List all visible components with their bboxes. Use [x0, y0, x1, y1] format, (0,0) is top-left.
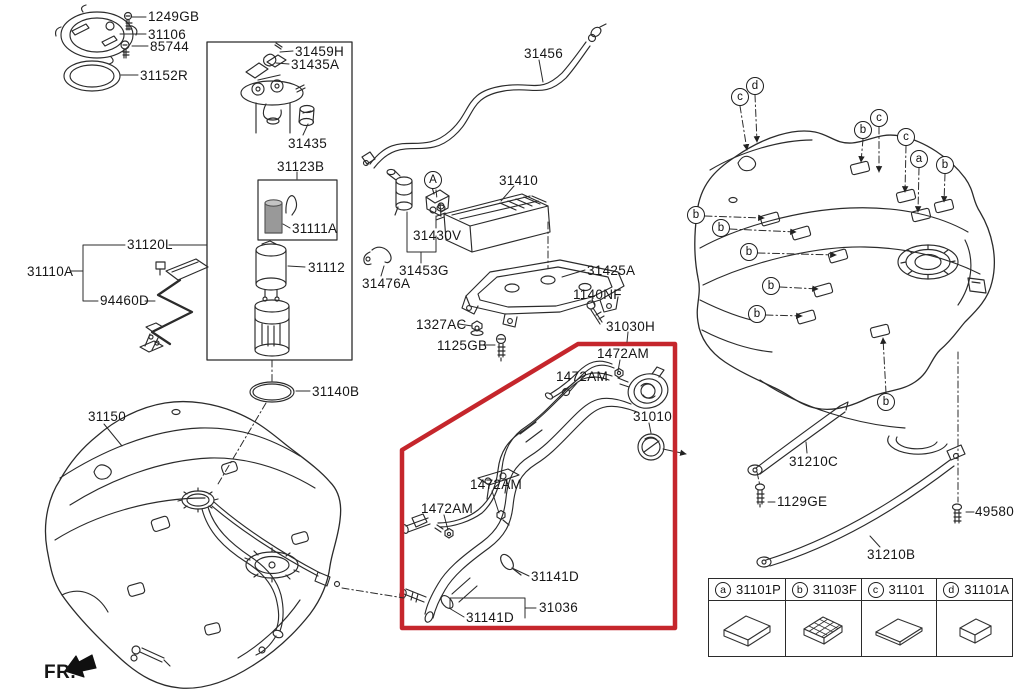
part-label-31141D-1: 31141D	[531, 569, 580, 584]
part-label-31435A: 31435A	[291, 57, 340, 72]
fr-direction-arrow	[64, 654, 97, 678]
part-label-31210C: 31210C	[789, 454, 839, 469]
legend-letter-d: d	[943, 581, 960, 598]
left-fuel-tank	[44, 400, 342, 689]
part-label-1125GB: 1125GB	[437, 338, 488, 353]
callout-b-5: b	[740, 243, 758, 261]
leader-lines	[103, 16, 975, 619]
legend-letter-c: c	[867, 581, 884, 598]
callout-b-2: b	[936, 156, 954, 174]
part-label-31410: 31410	[499, 173, 539, 188]
vapor-tube-31456	[361, 23, 607, 169]
part-label-1140NF: 1140NF	[573, 287, 622, 302]
part-label-31112: 31112	[308, 260, 346, 275]
right-fuel-tank	[694, 130, 995, 455]
legend-cell-b: b 31103F	[784, 579, 861, 656]
part-label-31152R: 31152R	[140, 68, 189, 83]
label-bracket-lines	[69, 244, 208, 302]
part-label-31030H: 31030H	[606, 319, 656, 334]
part-label-49580: 49580	[975, 504, 1015, 519]
callout-c-1: c	[731, 88, 749, 106]
callout-b-3: b	[687, 206, 705, 224]
part-label-31456: 31456	[524, 46, 564, 61]
part-label-1472AM-4: 1472AM	[421, 501, 474, 516]
pad-icon-c	[875, 617, 923, 646]
part-label-31210B: 31210B	[867, 547, 916, 562]
part-label-31476A: 31476A	[362, 276, 411, 291]
part-label-85744: 85744	[150, 39, 190, 54]
part-label-1327AC: 1327AC	[416, 317, 467, 332]
callout-A: A	[424, 171, 442, 189]
pad-icon-a	[723, 614, 771, 647]
part-label-31123B: 31123B	[277, 159, 325, 174]
callout-c-3: c	[897, 128, 915, 146]
fuel-sender-group	[139, 258, 209, 353]
fr-label: FR.	[44, 662, 77, 683]
part-label-31430V: 31430V	[413, 228, 462, 243]
part-label-1129GE: 1129GE	[777, 494, 828, 509]
legend-part-a: 31101P	[736, 582, 782, 597]
legend-cell-a: a 31101P	[709, 579, 785, 656]
part-label-31120L: 31120L	[127, 237, 173, 252]
callout-b-1: b	[854, 121, 872, 139]
part-label-1472AM-1: 1472AM	[597, 346, 650, 361]
legend-table: a 31101P b 31103F	[708, 578, 1013, 657]
pad-icon-d	[959, 617, 992, 644]
legend-letter-a: a	[715, 581, 731, 598]
callout-b-4: b	[712, 219, 730, 237]
part-label-31150: 31150	[88, 409, 127, 424]
part-label-31110A: 31110A	[27, 264, 74, 279]
lock-ring-assembly	[54, 4, 138, 92]
part-label-31036: 31036	[539, 600, 579, 615]
part-label-31435: 31435	[288, 136, 328, 151]
callout-b-8: b	[877, 393, 895, 411]
callout-a-1: a	[910, 150, 928, 168]
tank-straps	[747, 401, 966, 568]
callout-d-1: d	[746, 77, 764, 95]
legend-letter-b: b	[791, 581, 808, 598]
pump-module-box	[206, 41, 353, 361]
part-label-94460D: 94460D	[100, 293, 150, 308]
callout-b-6: b	[762, 277, 780, 295]
filler-neck-group	[399, 360, 687, 623]
callout-b-7: b	[748, 305, 766, 323]
part-label-31141D-2: 31141D	[466, 610, 515, 625]
part-label-31010: 31010	[633, 409, 673, 424]
part-label-1472AM-2: 1472AM	[556, 369, 609, 384]
highlight-box	[399, 341, 678, 631]
tank-pads	[759, 160, 955, 339]
legend-part-b: 31103F	[812, 582, 858, 597]
part-label-31106: 31106	[148, 27, 187, 42]
callout-c-2: c	[870, 109, 888, 127]
o-ring-31140B	[249, 381, 295, 403]
pad-icon-b	[803, 615, 843, 645]
callout-leaders	[217, 94, 959, 599]
legend-part-c: 31101	[888, 582, 925, 597]
part-label-31140B: 31140B	[312, 384, 360, 399]
part-label-31459H: 31459H	[295, 44, 345, 59]
legend-part-d: 31101A	[964, 582, 1010, 597]
legend-cell-d: d 31101A	[936, 579, 1012, 656]
part-label-31453G: 31453G	[399, 263, 449, 278]
part-label-1472AM-3: 1472AM	[470, 477, 523, 492]
part-label-31111A: 31111A	[292, 221, 338, 236]
part-label-1249GB: 1249GB	[148, 9, 200, 24]
legend-cell-c: c 31101	[860, 579, 937, 656]
part-label-31425A: 31425A	[587, 263, 636, 278]
